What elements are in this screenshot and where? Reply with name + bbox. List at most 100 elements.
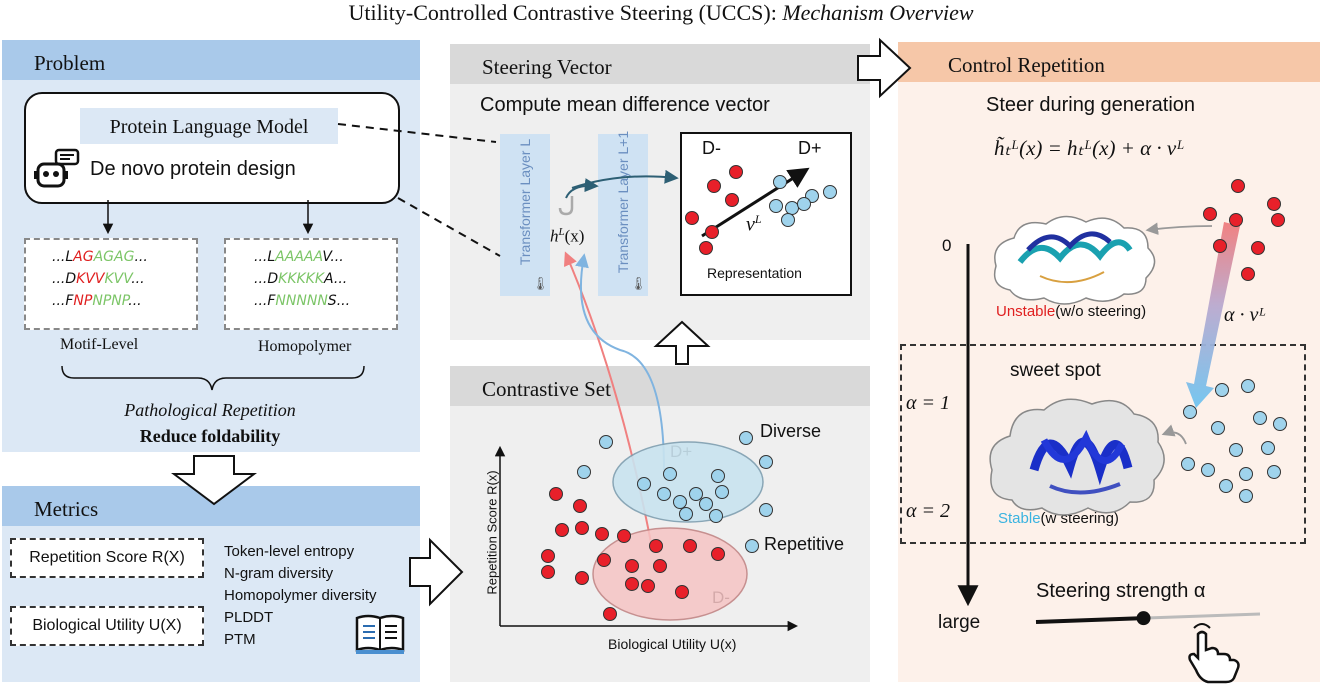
homopolymer-seq-row: ...DKKKKKA... — [254, 271, 348, 287]
repr-dot-diverse — [773, 175, 787, 189]
control-dot-unstable — [1213, 239, 1227, 253]
zoom-line-bottom — [397, 197, 501, 257]
control-dot-stable — [1241, 379, 1255, 393]
contrastive-dot-diverse — [759, 455, 773, 469]
control-dot-stable — [1267, 465, 1281, 479]
control-dot-unstable — [1229, 213, 1243, 227]
thermometer-icon: 🌡 — [532, 276, 549, 291]
control-dot-stable — [1201, 463, 1215, 477]
control-dot-stable — [1219, 479, 1233, 493]
sweet-spot-label: sweet spot — [1010, 360, 1101, 381]
down-arrow-icon — [171, 455, 257, 506]
control-dot-unstable — [1251, 241, 1265, 255]
contrastive-dot-repetitive — [675, 585, 689, 599]
control-dot-stable — [1273, 417, 1287, 431]
steering-header: Steering Vector — [450, 44, 870, 84]
rep-pos-label: D+ — [798, 138, 822, 158]
layer-arrow — [565, 178, 599, 199]
control-dot-stable — [1229, 443, 1243, 457]
unstable-label: Unstable(w/o steering) — [996, 303, 1147, 320]
motif-seq-list: ...LAGAGAG... ...DKVVKVV... ...FNPNPNP..… — [52, 246, 148, 312]
steering-strength-label: Steering strength α — [1036, 580, 1206, 602]
homopolymer-seq-list: ...LAAAAAV... ...DKKKKKA... ...FNNNNNS..… — [254, 246, 350, 312]
alpha-axis-large: large — [938, 612, 981, 633]
rep-neg-label: D- — [702, 138, 721, 158]
repr-dot-diverse — [797, 197, 811, 211]
motif-seq-row: ...LAGAGAG... — [52, 249, 148, 265]
metric-item: PTM — [224, 631, 256, 648]
contrastive-dot-repetitive — [683, 539, 697, 553]
homopolymer-seq-box — [224, 238, 398, 330]
contrastive-dot-repetitive — [625, 577, 639, 591]
contrastive-dot-repetitive — [541, 549, 555, 563]
contrastive-dot-repetitive — [573, 499, 587, 513]
contrastive-dot-repetitive — [595, 527, 609, 541]
homopolymer-seq-row: ...FNNNNNS... — [254, 293, 351, 309]
repr-dot-diverse — [781, 213, 795, 227]
repetition-score-box: Repetition Score R(X) — [10, 538, 204, 578]
contrastive-dot-repetitive — [597, 553, 611, 567]
motif-seq-row: ...FNPNPNP... — [52, 293, 142, 309]
diverse-feed-line — [575, 253, 665, 471]
slider-knob[interactable] — [1136, 611, 1151, 626]
repr-dot-repetitive — [699, 241, 713, 255]
motif-label: Motif-Level — [60, 336, 139, 353]
contrastive-dot-diverse — [759, 503, 773, 517]
contrastive-header: Contrastive Set — [450, 366, 870, 406]
contrastive-dot-diverse — [739, 431, 753, 445]
homopolymer-label: Homopolymer — [258, 338, 352, 355]
repr-dot-diverse — [785, 201, 799, 215]
control-dot-stable — [1261, 441, 1275, 455]
d-plus-ellipse — [612, 441, 764, 523]
control-dot-stable — [1239, 467, 1253, 481]
stable-pointer — [1161, 424, 1187, 445]
contrastive-dot-repetitive — [649, 539, 663, 553]
contrastive-dot-repetitive — [625, 559, 639, 573]
control-dot-unstable — [1241, 267, 1255, 281]
repr-dot-diverse — [823, 185, 837, 199]
contrastive-dot-repetitive — [541, 565, 555, 579]
alpha-axis-two: α = 2 — [906, 500, 950, 522]
up-arrow-icon — [653, 320, 711, 365]
control-dot-unstable — [1271, 213, 1285, 227]
control-dot-stable — [1181, 457, 1195, 471]
repr-dot-diverse — [769, 199, 783, 213]
contrastive-dot-diverse — [577, 465, 591, 479]
hook-icon — [558, 196, 574, 216]
biological-utility-box: Biological Utility U(X) — [10, 606, 204, 646]
metrics-list: Token-level entropy N-gram diversity Hom… — [224, 541, 377, 651]
problem-header: Problem — [2, 40, 420, 80]
contrastive-dot-diverse — [715, 485, 729, 499]
representation-label: Representation — [707, 265, 802, 281]
stable-protein-cloud — [989, 398, 1165, 516]
contrastive-dot-repetitive — [603, 607, 617, 621]
repr-dot-repetitive — [707, 179, 721, 193]
dots-layer — [541, 165, 1287, 621]
control-dot-stable — [1215, 383, 1229, 397]
repr-dot-repetitive — [725, 193, 739, 207]
contrastive-dot-repetitive — [575, 521, 589, 535]
control-header: Control Repetition — [898, 42, 1320, 82]
contrastive-xlabel: Biological Utility U(x) — [608, 636, 737, 652]
control-dot-stable — [1211, 421, 1225, 435]
hidden-state-label: hL(x) — [550, 226, 585, 246]
d-minus-ellipse — [592, 527, 748, 621]
contrastive-dot-repetitive — [711, 547, 725, 561]
pathology-label: Pathological Repetition — [124, 400, 296, 420]
metric-item: Homopolymer diversity — [224, 587, 377, 604]
alpha-vector-label: α · vᴸ — [1224, 304, 1267, 326]
unstable-protein-cloud — [993, 215, 1156, 305]
contrastive-dot-repetitive — [575, 571, 589, 585]
contrastive-dot-diverse — [709, 509, 723, 523]
vector-label: vL — [746, 212, 762, 236]
alpha-axis-zero: 0 — [942, 236, 952, 255]
repr-dot-repetitive — [705, 225, 719, 239]
alpha-axis-one: α = 1 — [906, 392, 950, 414]
contrastive-dot-repetitive — [641, 579, 655, 593]
control-dot-stable — [1183, 405, 1197, 419]
control-dot-unstable — [1267, 197, 1281, 211]
contrastive-dot-diverse — [745, 539, 759, 553]
contrastive-dot-diverse — [711, 469, 725, 483]
diverse-label: Diverse — [760, 421, 822, 441]
thermometer-icon: 🌡 — [630, 276, 647, 291]
